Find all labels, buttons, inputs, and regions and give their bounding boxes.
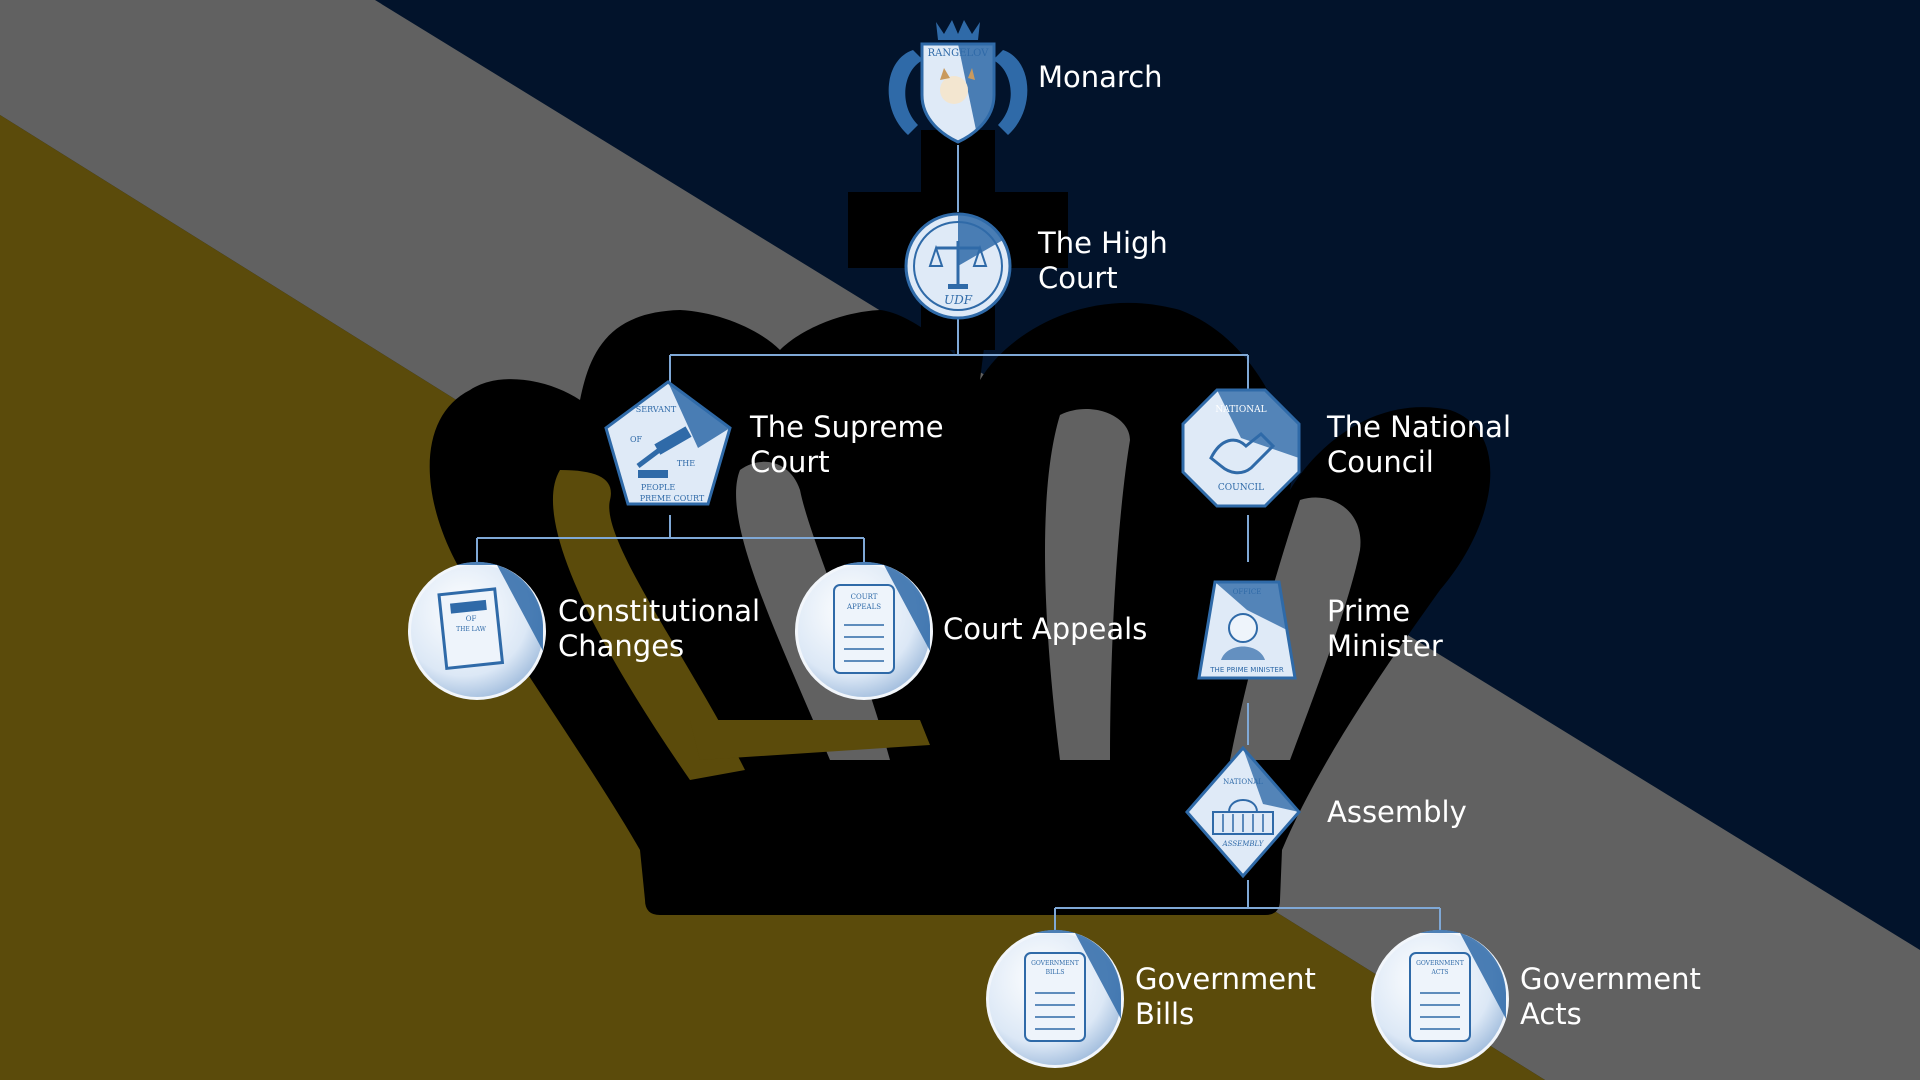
crest-text: RANGELOV	[928, 48, 989, 59]
minister-trapezoid-icon: OFFICE THE PRIME MINISTER	[1197, 580, 1297, 680]
supreme-text-e: PREME COURT	[640, 494, 705, 503]
label-government-acts-line2: Acts	[1520, 997, 1582, 1031]
label-constitutional-changes-line2: Changes	[558, 629, 684, 663]
acts-text-a: GOVERNMENT	[1416, 960, 1464, 967]
label-supreme-court-line2: Court	[750, 445, 830, 479]
supreme-text-d: PEOPLE	[641, 483, 675, 492]
connectors	[476, 145, 1441, 930]
book-icon: OF THE LAW	[408, 561, 546, 700]
supreme-text-b: OF	[630, 435, 643, 444]
acts-text-b: ACTS	[1430, 969, 1448, 976]
label-prime-minister-line1: Prime	[1327, 594, 1410, 628]
bills-text-b: BILLS	[1046, 969, 1065, 976]
seal-text: UDF	[944, 293, 973, 307]
assembly-text-b: ASSEMBLY	[1222, 840, 1265, 848]
label-high-court-line1: The High	[1037, 226, 1168, 260]
appeals-text-b: APPEALS	[846, 603, 881, 611]
label-prime-minister-line2: Minister	[1327, 629, 1443, 663]
label-constitutional-changes-line1: Constitutional	[558, 594, 760, 628]
label-court-appeals: Court Appeals	[943, 612, 1147, 646]
book-text-a: OF	[466, 615, 477, 623]
label-monarch: Monarch	[1038, 60, 1163, 94]
scroll-icon: COURT APPEALS	[795, 561, 933, 700]
label-government-bills-line2: Bills	[1135, 997, 1194, 1031]
crown-arch-left	[552, 470, 745, 780]
bills-text-a: GOVERNMENT	[1031, 960, 1079, 967]
label-assembly: Assembly	[1327, 795, 1467, 829]
book-text-b: THE LAW	[456, 626, 487, 633]
label-government-acts-line1: Government	[1520, 962, 1701, 996]
label-national-council-line2: Council	[1327, 445, 1434, 479]
minister-text-a: OFFICE	[1233, 588, 1262, 596]
council-text-b: COUNCIL	[1218, 483, 1264, 493]
crown-arch-right	[1230, 497, 1361, 760]
appeals-text-a: COURT	[851, 593, 878, 601]
supreme-text-a: SERVANT	[636, 405, 677, 414]
label-high-court-line2: Court	[1038, 261, 1118, 295]
minister-text-b: THE PRIME MINISTER	[1209, 666, 1284, 674]
crest-icon: RANGELOV	[888, 20, 1028, 144]
label-government-bills-line1: Government	[1135, 962, 1316, 996]
assembly-text-a: NATIONAL	[1223, 778, 1263, 786]
gavel-pentagon-icon: SERVANT OF THE PEOPLE PREME COURT	[604, 380, 732, 506]
council-text-a: NATIONAL	[1215, 405, 1266, 415]
supreme-text-c: THE	[677, 459, 695, 468]
label-national-council-line1: The National	[1326, 410, 1511, 444]
crown-arch-mid-right	[1045, 409, 1130, 760]
scales-seal-icon: UDF	[904, 212, 1012, 320]
capitol-diamond-icon: NATIONAL ASSEMBLY	[1185, 745, 1301, 879]
crown-arch-lower-left	[690, 720, 930, 760]
scroll-icon: GOVERNMENT BILLS	[986, 929, 1124, 1068]
label-supreme-court-line1: The Supreme	[749, 410, 944, 444]
scroll-icon: GOVERNMENT ACTS	[1371, 929, 1509, 1068]
handshake-octagon-icon: NATIONAL COUNCIL	[1181, 388, 1301, 508]
